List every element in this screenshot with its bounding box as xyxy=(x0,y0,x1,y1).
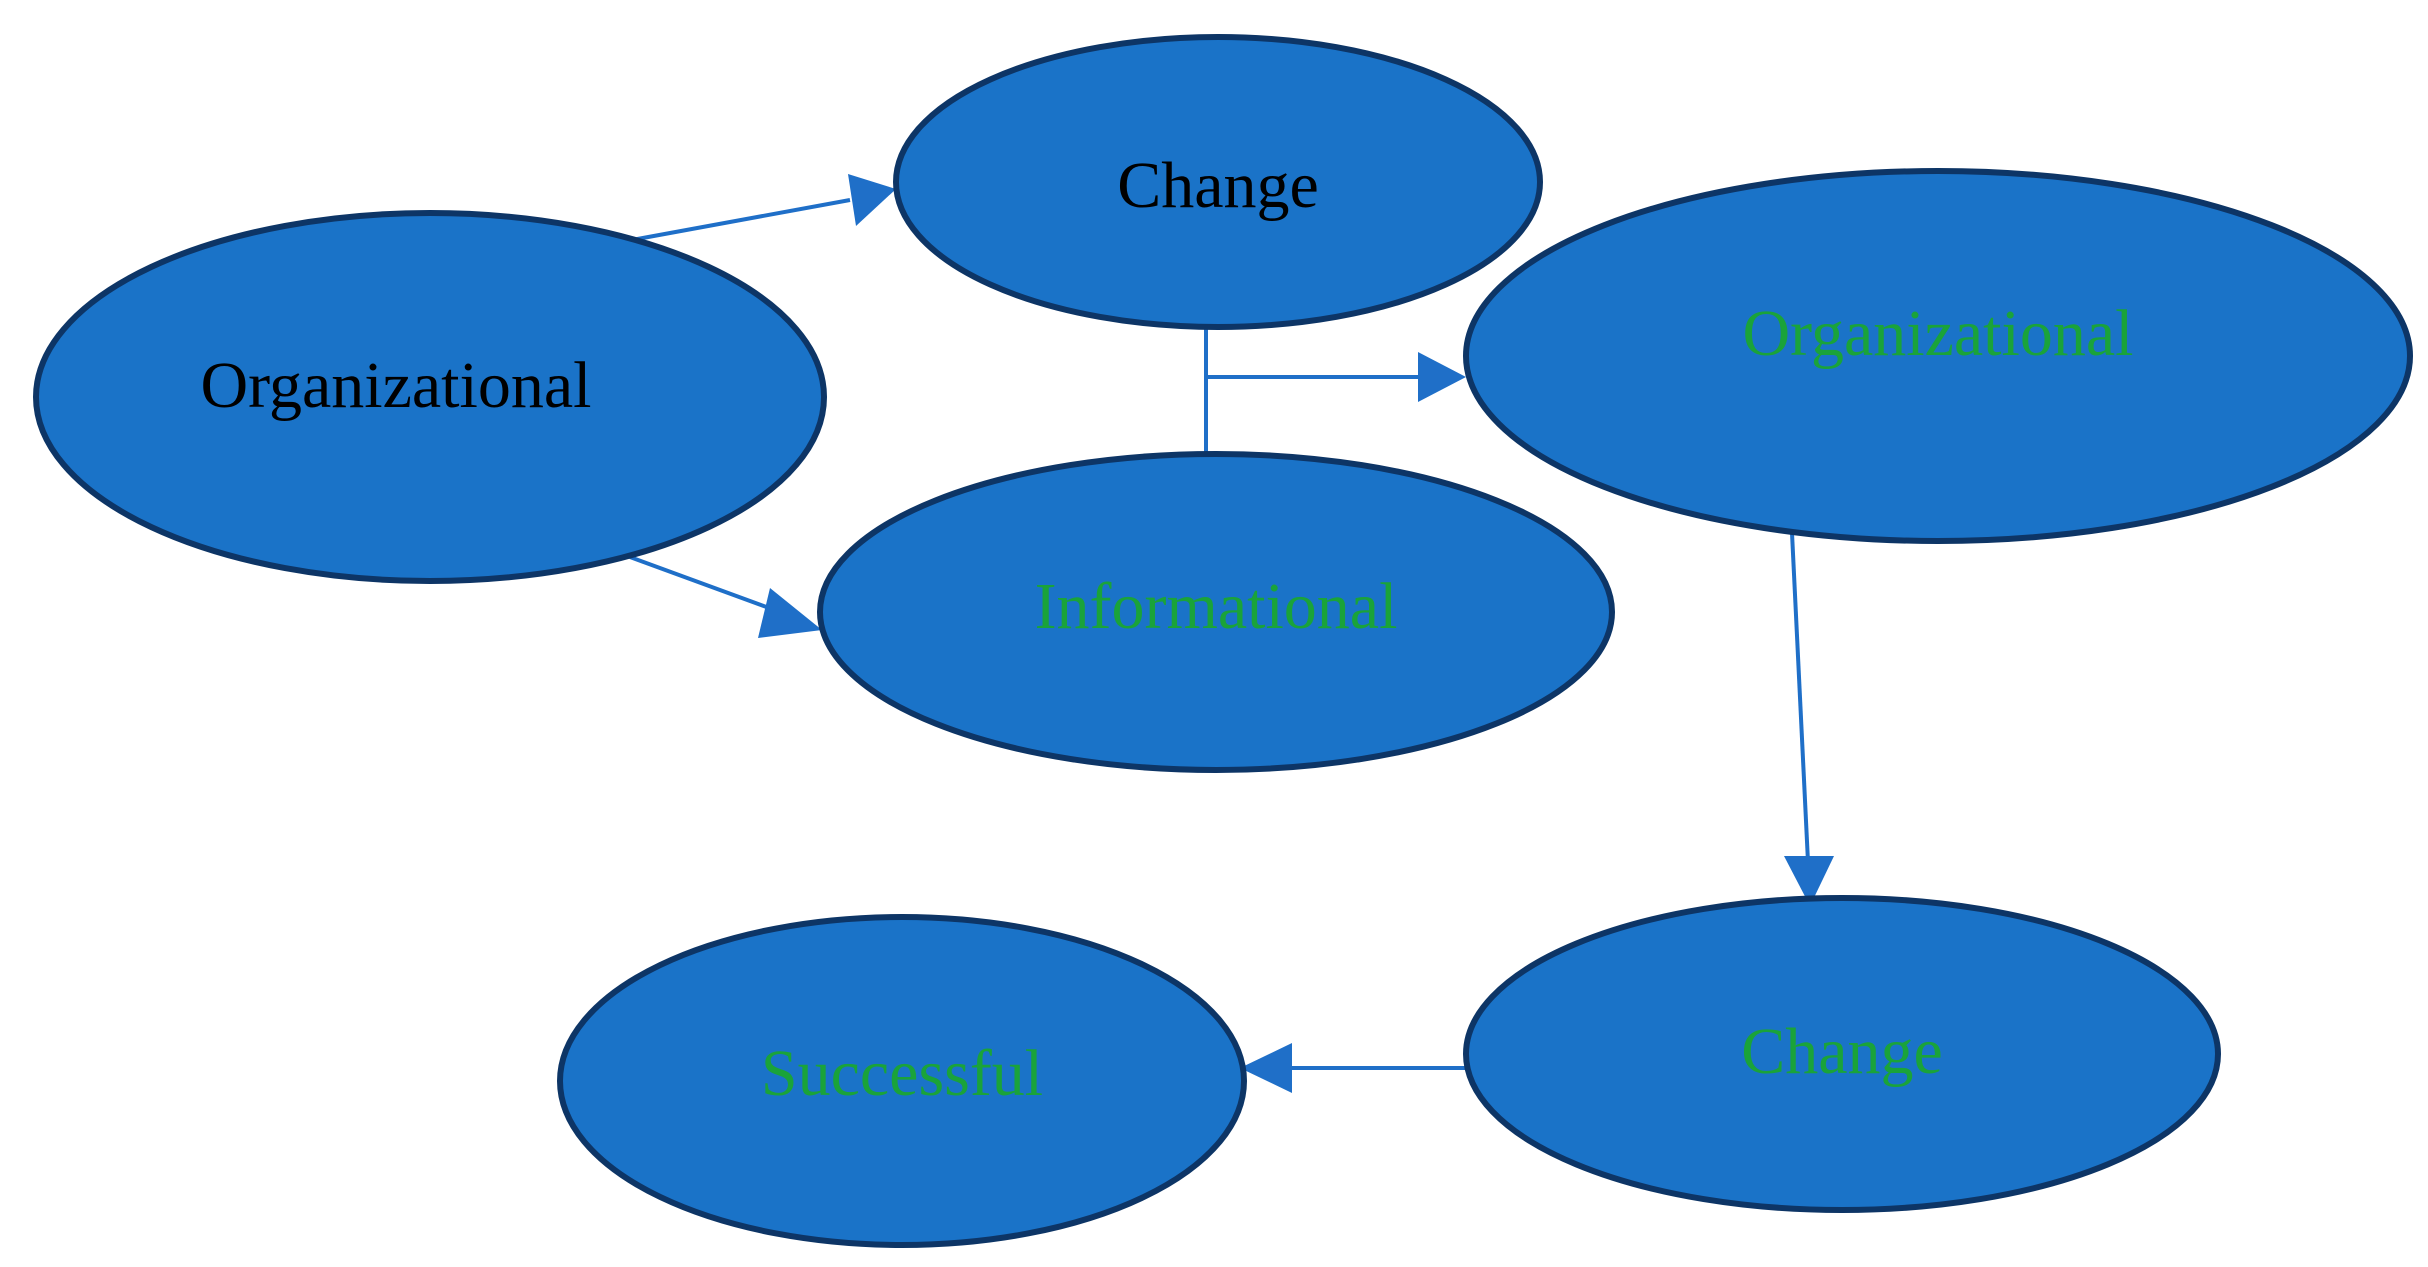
node-change-bottom-label: Change xyxy=(1741,1015,1943,1088)
node-organizational-right-shape xyxy=(1463,168,2413,544)
node-successful: Successful xyxy=(557,914,1247,1248)
node-successful-label: Successful xyxy=(761,1037,1043,1110)
node-successful-shape xyxy=(557,914,1247,1248)
node-organizational-right: Organizational xyxy=(1463,168,2413,544)
node-change-bottom: Change xyxy=(1463,895,2221,1213)
node-informational-shape xyxy=(817,451,1615,773)
node-change-top: Change xyxy=(893,34,1543,330)
node-change-top-label: Change xyxy=(1117,149,1319,222)
arrowhead-to-change-bottom xyxy=(1784,856,1834,906)
node-organizational-right-label: Organizational xyxy=(1743,297,2134,370)
node-informational: Informational xyxy=(817,451,1615,773)
arrowhead-organizational-to-change xyxy=(848,174,896,226)
node-organizational-left: Organizational xyxy=(33,210,827,584)
node-change-top-shape xyxy=(893,34,1543,330)
connector-organizational-to-change xyxy=(631,198,851,242)
arrowhead-organizational-to-informational xyxy=(758,588,822,638)
node-organizational-left-label: Organizational xyxy=(201,349,592,422)
node-organizational-left-shape xyxy=(33,210,827,584)
node-change-bottom-shape xyxy=(1463,895,2221,1213)
node-informational-label: Informational xyxy=(1035,570,1398,643)
connector-organizational-to-informational xyxy=(629,555,781,614)
connector-organizational-right-to-change-bottom xyxy=(1790,532,1810,863)
nodes: Organizational Change Informational Orga… xyxy=(33,34,2413,1248)
arrowhead-to-organizational-right xyxy=(1418,352,1466,402)
arrowhead-to-successful xyxy=(1240,1043,1292,1093)
connectors xyxy=(629,174,1834,1093)
